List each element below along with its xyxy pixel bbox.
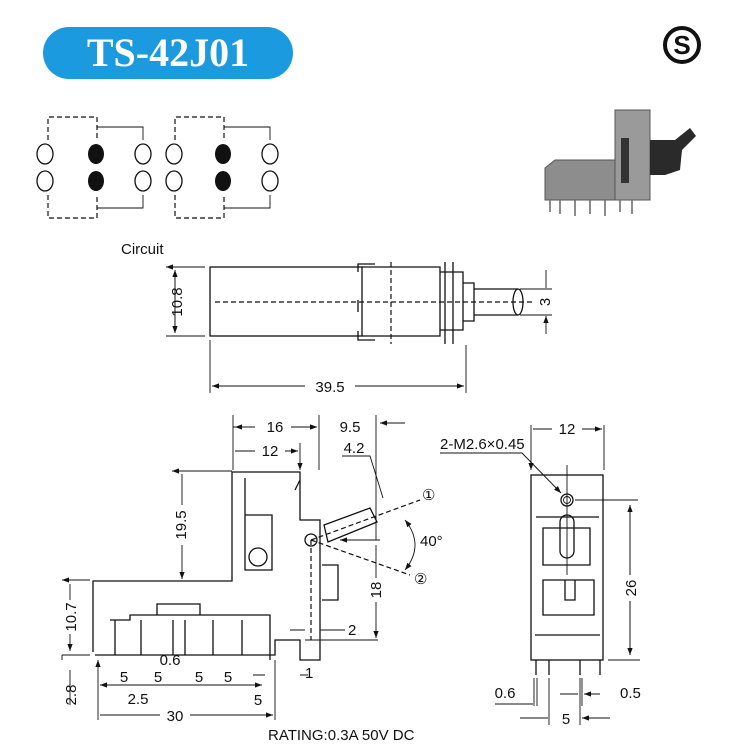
dim-height-2-8: 2.8 <box>63 685 80 706</box>
side-view <box>166 262 552 393</box>
dim-angle-40: 40° <box>420 533 443 550</box>
end-view <box>440 425 640 725</box>
rating-label: RATING:0.3A 50V DC <box>268 727 415 744</box>
circuit-label: Circuit <box>121 241 164 258</box>
position-1-label: ① <box>422 487 435 504</box>
dim-length-39-5: 39.5 <box>315 379 344 396</box>
circuit-diagram <box>36 116 279 219</box>
end-dim-pitch-5: 5 <box>562 711 570 728</box>
dim-width-12: 12 <box>262 443 279 460</box>
dim-height-19-5: 19.5 <box>173 510 190 539</box>
dim-pitch: 5 <box>154 669 162 686</box>
svg-text:S: S <box>673 30 690 60</box>
position-2-label: ② <box>414 571 427 588</box>
dim-pitch: 5 <box>195 669 203 686</box>
product-photo <box>544 109 696 216</box>
dim-offset-2-5: 2.5 <box>128 691 149 708</box>
screw-spec-label: 2-M2.6×0.45 <box>440 436 525 453</box>
dim-height-10-7: 10.7 <box>63 602 80 631</box>
dim-pitch: 5 <box>224 669 232 686</box>
end-dim-pin-0-6: 0.6 <box>495 685 516 702</box>
title-badge <box>43 27 293 79</box>
dim-offset-5: 5 <box>254 692 262 709</box>
brand-logo: S <box>663 26 701 64</box>
end-dim-width-12: 12 <box>559 421 576 438</box>
dim-lever-4-2: 4.2 <box>344 440 365 457</box>
dim-pitch: 5 <box>120 669 128 686</box>
dim-pin-1: 1 <box>305 665 313 682</box>
dim-height-18: 18 <box>368 582 385 599</box>
dim-offset-9-5: 9.5 <box>340 419 361 436</box>
dim-width-16: 16 <box>267 419 284 436</box>
dim-offset-2: 2 <box>348 622 356 639</box>
dim-shaft-3: 3 <box>537 298 554 306</box>
end-dim-height-26: 26 <box>623 580 640 597</box>
front-view <box>62 415 421 720</box>
end-dim-pin-0-5: 0.5 <box>620 685 641 702</box>
dim-height-10-8: 10.8 <box>169 287 186 316</box>
dim-total-30: 30 <box>167 708 184 725</box>
dim-pin-0-6: 0.6 <box>160 652 181 669</box>
page-title: TS-42J01 <box>86 30 250 75</box>
